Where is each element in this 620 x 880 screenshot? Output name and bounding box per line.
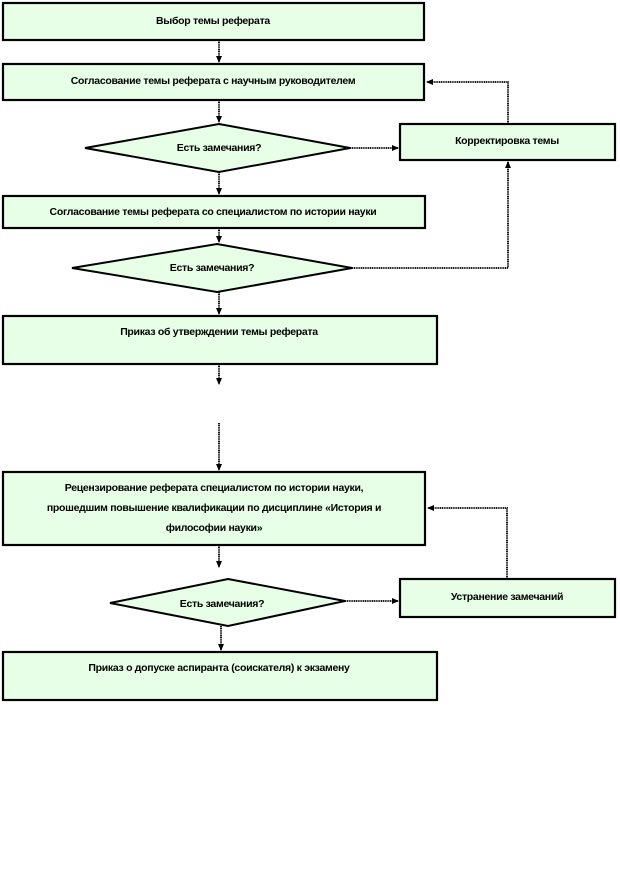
decision-2: Есть замечания? — [71, 242, 353, 294]
edge-decision-2-to-correct — [352, 161, 511, 269]
decision-3: Есть замечания? — [109, 577, 346, 628]
node-label: Корректировка темы — [455, 135, 559, 147]
node-label: Приказ об утверждении темы реферата — [120, 326, 318, 338]
node-label: Согласование темы реферата со специалист… — [50, 206, 377, 218]
node-label: Приказ о допуске аспиранта (соискателя) … — [88, 662, 350, 674]
node-choose-topic: Выбор темы реферата — [1, 1, 426, 42]
decision-1: Есть замечания? — [84, 122, 351, 174]
node-label-line-3: философии науки» — [166, 522, 263, 534]
node-fix-remarks: Устранение замечаний — [398, 577, 617, 619]
node-label-line-1: Рецензирование реферата специалистом по … — [65, 482, 364, 494]
node-label-line-2: прошедшим повышение квалификации по дисц… — [47, 502, 381, 514]
node-label: Выбор темы реферата — [156, 15, 270, 27]
edge-fix-to-review — [427, 505, 508, 579]
node-admission-order: Приказ о допуске аспиранта (соискателя) … — [1, 650, 439, 702]
node-agree-supervisor: Согласование темы реферата с научным рук… — [1, 62, 426, 102]
decision-label: Есть замечания? — [170, 262, 254, 274]
edges — [216, 40, 511, 651]
node-label: Согласование темы реферата с научным рук… — [71, 75, 356, 87]
node-label: Устранение замечаний — [451, 591, 563, 603]
edge-correct-to-supervisor — [426, 79, 509, 124]
node-agree-specialist: Согласование темы реферата со специалист… — [1, 194, 427, 230]
node-correct-topic: Корректировка темы — [398, 122, 617, 162]
decision-label: Есть замечания? — [177, 142, 261, 154]
node-review: Рецензирование реферата специалистом по … — [1, 470, 427, 547]
node-approval-order: Приказ об утверждении темы реферата — [1, 314, 439, 366]
decision-label: Есть замечания? — [180, 598, 264, 610]
